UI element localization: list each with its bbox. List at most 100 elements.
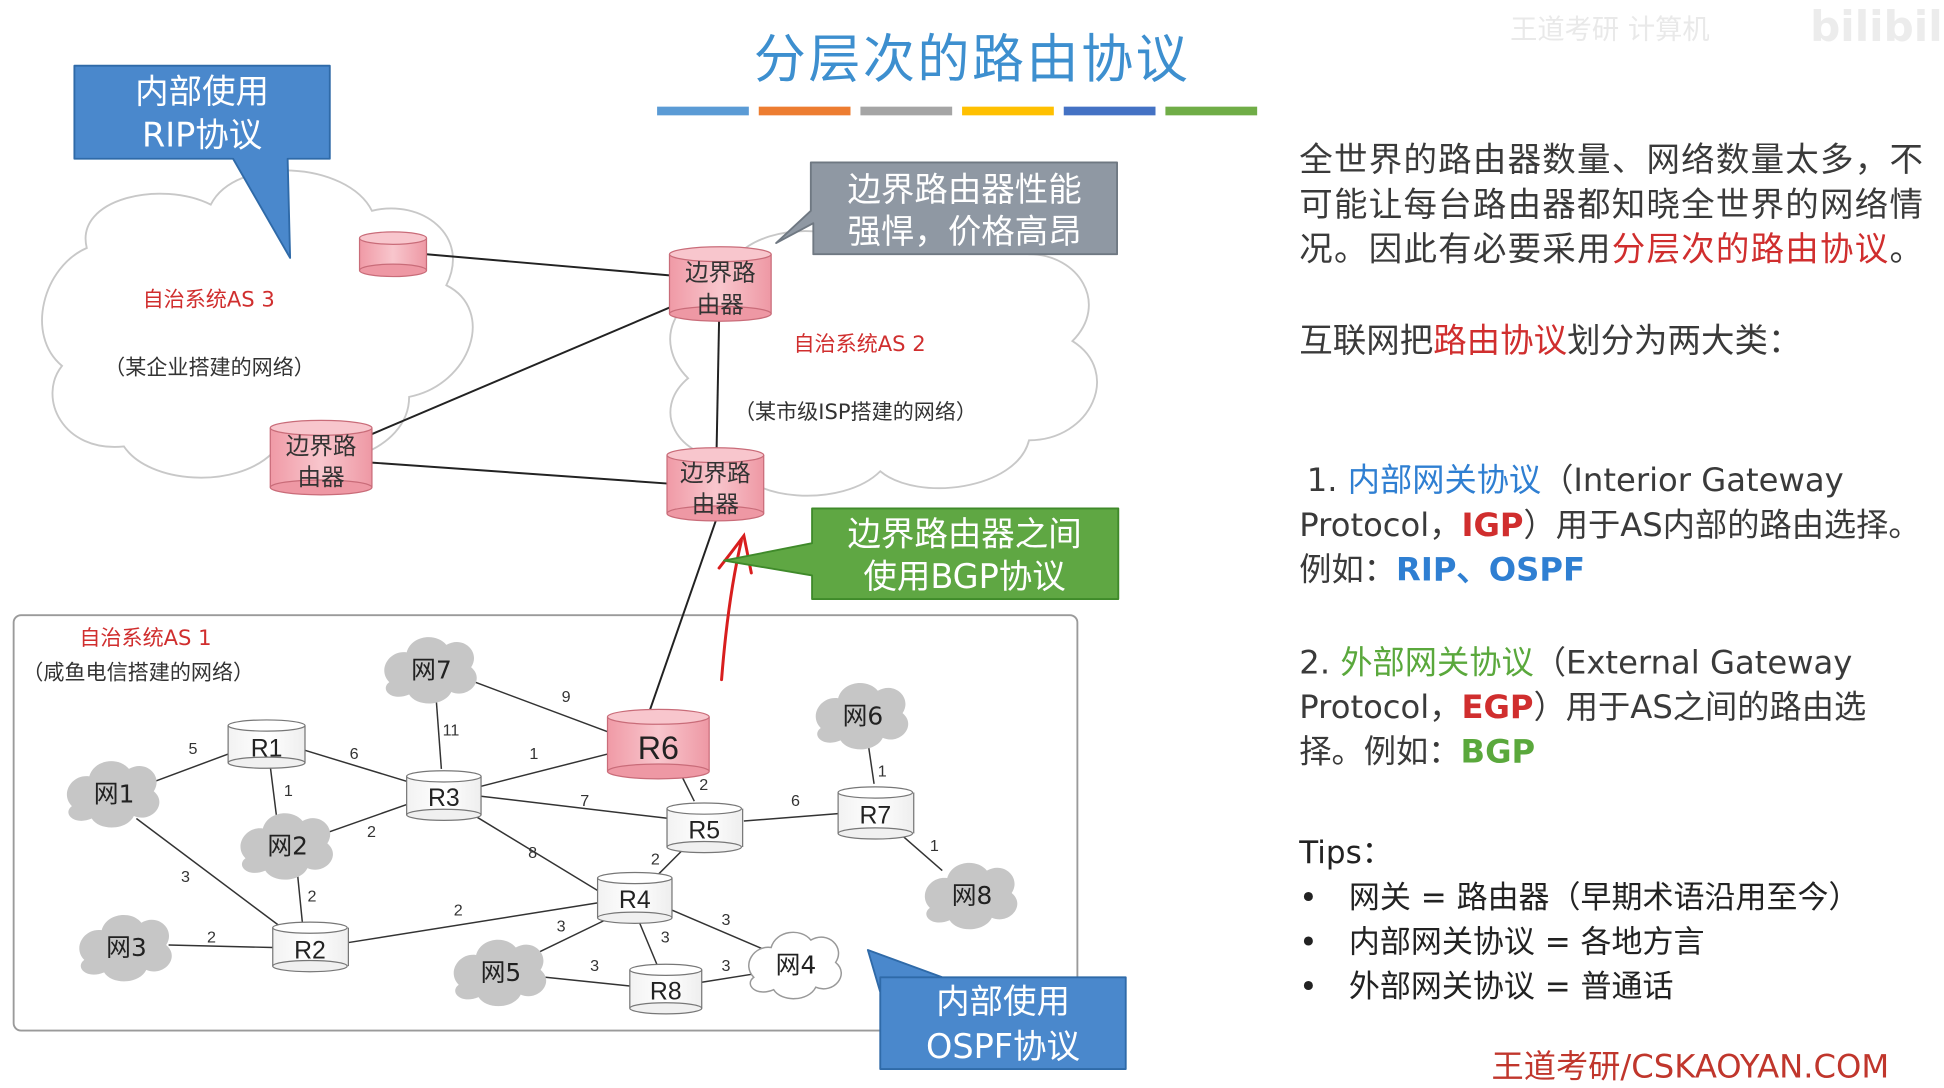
network-label: 网1 bbox=[94, 779, 135, 808]
color-bar bbox=[860, 106, 953, 116]
network-label: 网5 bbox=[481, 958, 522, 987]
color-bar bbox=[1063, 106, 1156, 116]
egp-number: 2. bbox=[1299, 644, 1341, 683]
igp-section: 1. 内部网关协议（Interior Gateway Protocol，IGP）… bbox=[1299, 459, 1925, 593]
link-net6-r7 bbox=[867, 741, 875, 784]
border-router-as2-top: 边界路 由器 bbox=[668, 246, 772, 322]
network-7: 网7 bbox=[384, 637, 477, 704]
network-6: 网6 bbox=[815, 683, 909, 750]
egp-examples: BGP bbox=[1460, 734, 1536, 772]
network-3: 网3 bbox=[79, 914, 172, 982]
footer-brand: 王道考研/CSKAOYAN.COM bbox=[1491, 1049, 1890, 1087]
network-2: 网2 bbox=[240, 813, 333, 880]
classification-text: 互联网把 bbox=[1299, 322, 1434, 361]
link-net5-r8 bbox=[545, 976, 630, 987]
link-net3-r2 bbox=[168, 944, 273, 949]
router-label: R2 bbox=[294, 938, 326, 965]
cost-label: 8 bbox=[528, 844, 537, 862]
classification-end: 划分为两大类： bbox=[1567, 322, 1802, 361]
router-r1: R1 bbox=[227, 719, 306, 769]
network-label: 网2 bbox=[267, 831, 308, 860]
link-as3-top-to-as2-top bbox=[426, 253, 670, 277]
tip-item: 外部网关协议 = 普通话 bbox=[1299, 965, 1859, 1010]
link-net7-r6 bbox=[474, 681, 608, 733]
cost-label: 3 bbox=[722, 911, 731, 929]
bilibili-logo: bilibili bbox=[1810, 2, 1944, 53]
as3-cloud bbox=[41, 169, 474, 479]
router-r5: R5 bbox=[666, 802, 744, 854]
callout-border-performance: 边界路由器性能 强悍，价格高昂 bbox=[775, 161, 1118, 256]
link-r5-r4 bbox=[656, 850, 683, 877]
igp-desc-b: ）用于AS内部的路由选择。例如： bbox=[1299, 507, 1921, 590]
cost-label: 2 bbox=[454, 901, 463, 919]
callout-bgp: 边界路由器之间 使用BGP协议 bbox=[723, 507, 1120, 600]
router-r3: R3 bbox=[406, 770, 482, 822]
network-5: 网5 bbox=[453, 939, 547, 1007]
link-r1-r3 bbox=[304, 749, 407, 783]
link-r4-net5 bbox=[532, 917, 611, 956]
explanation-panel: 全世界的路由器数量、网络数量太多，不可能让每台路由器都知晓全世界的网络情况。因此… bbox=[1299, 139, 1925, 771]
link-r7-net8 bbox=[902, 835, 943, 872]
network-label: 网7 bbox=[411, 655, 452, 684]
callout-ospf: 内部使用 OSPF协议 bbox=[866, 949, 1127, 1070]
igp-abbr: IGP bbox=[1461, 507, 1524, 545]
link-r4-r8 bbox=[637, 919, 658, 966]
router-r8: R8 bbox=[629, 963, 703, 1015]
border-router-label: 由器 bbox=[692, 490, 739, 518]
callout-text: 内部使用 bbox=[936, 982, 1070, 1021]
egp-desc-a: （External Gateway Protocol， bbox=[1299, 644, 1853, 727]
link-net1-r2 bbox=[135, 817, 286, 931]
as1-name: 自治系统AS 1 bbox=[79, 625, 211, 650]
callout-text: 内部使用 bbox=[135, 72, 269, 111]
link-r3-r6 bbox=[480, 753, 608, 788]
cost-label: 3 bbox=[722, 957, 731, 975]
router-label: R5 bbox=[688, 817, 720, 844]
link-r5-r7 bbox=[743, 812, 839, 822]
link-r3-r4 bbox=[470, 812, 598, 892]
link-as3-border-to-as2-bottom bbox=[371, 461, 670, 485]
border-router-label: 边界路 bbox=[286, 432, 357, 460]
as1-desc: （咸鱼电信搭建的网络） bbox=[22, 660, 254, 685]
cost-label: 5 bbox=[188, 740, 197, 758]
tips-list: 网关 = 路由器（早期术语沿用至今） 内部网关协议 = 各地方言 外部网关协议 … bbox=[1299, 876, 1859, 1010]
color-bar bbox=[758, 106, 851, 116]
border-router-label: 边界路 bbox=[685, 258, 756, 286]
link-net2-r3 bbox=[324, 802, 410, 835]
cost-label: 1 bbox=[284, 782, 293, 800]
tips-title: Tips： bbox=[1299, 834, 1393, 871]
cost-label: 3 bbox=[590, 957, 599, 975]
igp-examples: RIP、OSPF bbox=[1396, 551, 1585, 590]
callout-text: RIP协议 bbox=[142, 115, 262, 154]
callout-text: 边界路由器性能 bbox=[847, 170, 1081, 209]
cost-label: 3 bbox=[661, 929, 670, 947]
igp-number: 1. bbox=[1306, 462, 1348, 500]
as1-boundary bbox=[12, 614, 1079, 1032]
network-1: 网1 bbox=[66, 761, 160, 828]
router-label: R3 bbox=[428, 785, 460, 812]
callout-rip: 内部使用 RIP协议 bbox=[73, 64, 331, 259]
intro-text: 全世界的路由器数量、网络数量太多，不可能让每台路由器都知晓全世界的网络情况。因此… bbox=[1299, 141, 1925, 270]
network-label: 网6 bbox=[843, 701, 884, 730]
egp-name: 外部网关协议 bbox=[1340, 644, 1534, 683]
link-r8-net4 bbox=[701, 972, 757, 983]
tip-item: 内部网关协议 = 各地方言 bbox=[1299, 920, 1859, 965]
as3-desc: （某企业搭建的网络） bbox=[104, 355, 315, 380]
router-r7: R7 bbox=[837, 786, 915, 840]
router-r4: R4 bbox=[596, 871, 673, 924]
tips-panel: Tips： 网关 = 路由器（早期术语沿用至今） 内部网关协议 = 各地方言 外… bbox=[1299, 831, 1859, 1010]
network-label: 网4 bbox=[776, 951, 817, 980]
link-as3-border-to-as2-top bbox=[371, 306, 670, 435]
cost-label: 2 bbox=[699, 776, 708, 794]
title-color-bars bbox=[657, 106, 1258, 116]
callout-text: 强悍，价格高昂 bbox=[847, 212, 1081, 251]
callout-text: 边界路由器之间 bbox=[847, 515, 1081, 554]
border-router-label: 由器 bbox=[697, 291, 744, 319]
cost-label: 2 bbox=[207, 929, 216, 947]
router-label: R8 bbox=[650, 979, 682, 1006]
router-r6: R6 bbox=[606, 708, 710, 780]
border-router-as2-bottom: 边界路 由器 bbox=[666, 447, 765, 522]
router-label: R4 bbox=[619, 887, 651, 914]
callout-text: 使用BGP协议 bbox=[863, 557, 1065, 596]
